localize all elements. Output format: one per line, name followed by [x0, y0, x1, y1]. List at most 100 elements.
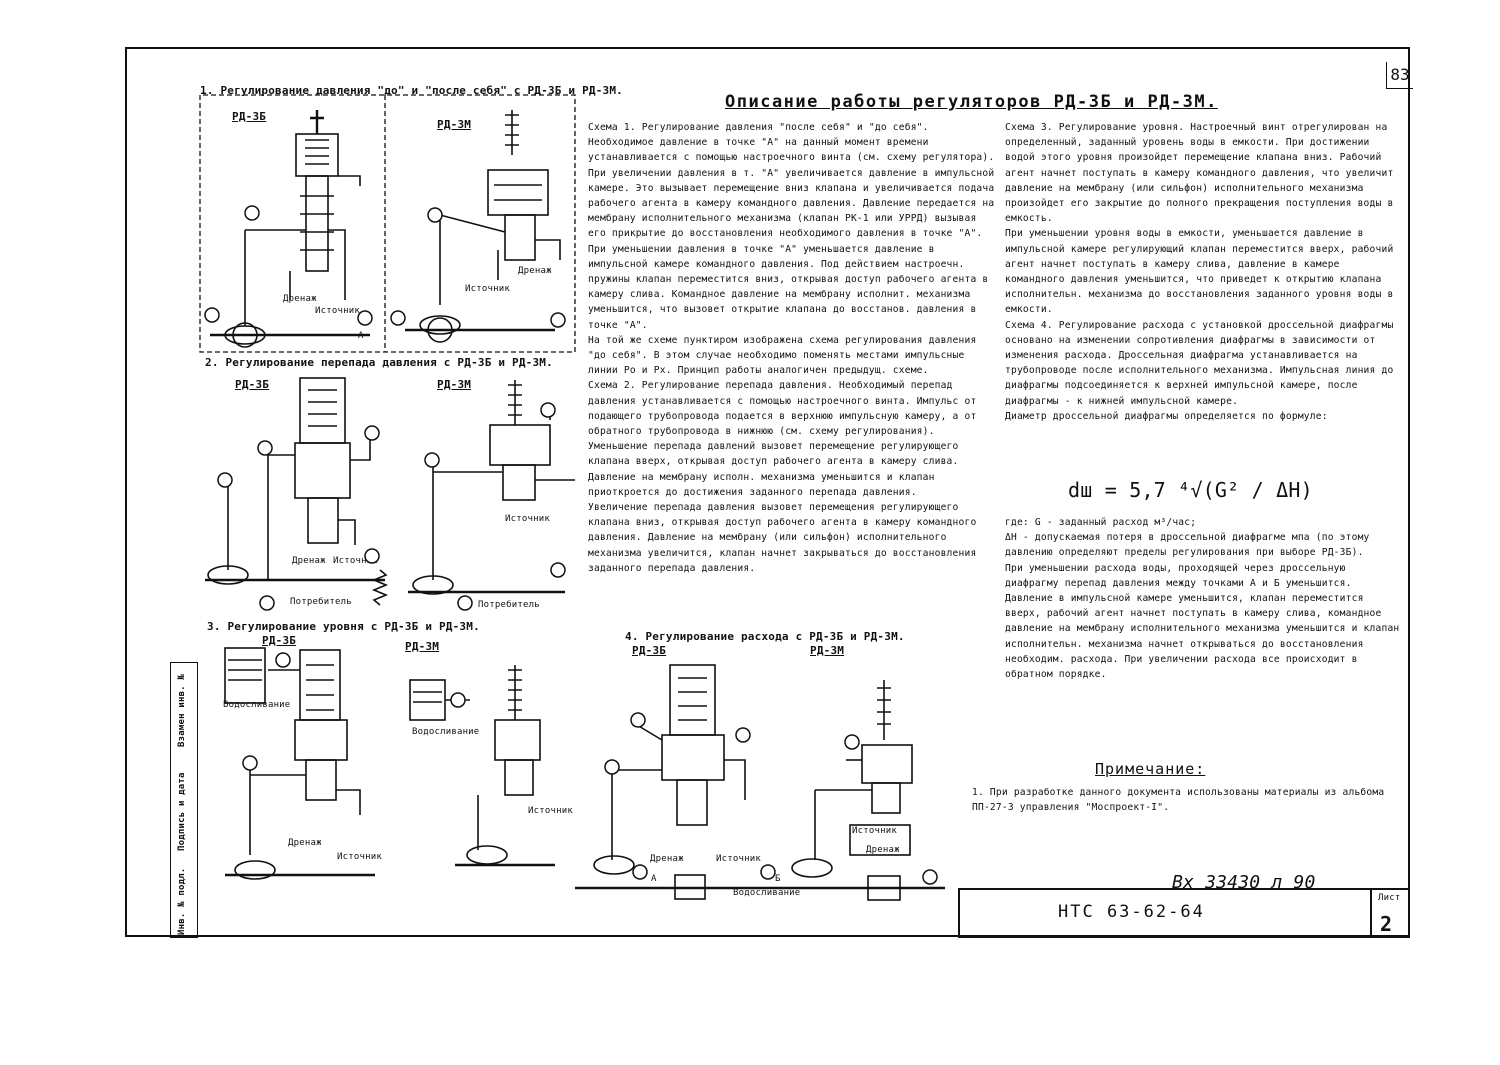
sheet-number: 2 [1380, 912, 1393, 936]
valve-actuator [791, 858, 833, 878]
pressure-gauge [922, 869, 938, 885]
regulator-rd3m-1 [439, 110, 561, 305]
pressure-gauge [427, 207, 443, 223]
throttle-diaphragm [867, 875, 901, 901]
diagram-label-rd3m-4: РД-3М [810, 644, 845, 657]
label-istochnik-4: Источник [505, 514, 550, 524]
regulator-rd3b-2 [227, 377, 371, 580]
resistance-symbol [371, 569, 389, 606]
regulator-rd3b-4 [611, 664, 746, 860]
pressure-gauge [204, 307, 220, 323]
valve-actuator [234, 860, 276, 880]
diagram-label-rd3b-2: РД-3Б [235, 378, 270, 391]
pressure-gauge [257, 440, 273, 456]
scheme-4-text: Схема 4. Регулирование расхода с установ… [1005, 319, 1394, 407]
pressure-gauge [390, 310, 406, 326]
diaphragm-formula: dш = 5,7 ⁴√(G² / ΔH) [1068, 478, 1313, 502]
text-right-column: Схема 3. Регулирование уровня. Настроечн… [1005, 120, 1400, 424]
page-number: 83 [1386, 62, 1413, 89]
formula-legend-h: ΔH - допускаемая потеря в дроссельной ди… [1005, 532, 1370, 559]
pressure-gauge [604, 759, 620, 775]
regulator-rd3m-3 [409, 665, 541, 850]
scheme-3-cont-text: При уменьшении уровня воды в емкости, ум… [1005, 228, 1394, 316]
sidebar-replacement-inv: Взамен инв. № [177, 673, 187, 747]
sidebar-inv-orig: Инв. № подл. [177, 867, 187, 935]
drain-box [849, 824, 911, 856]
pressure-gauge [242, 755, 258, 771]
regulator-rd3m-2 [432, 380, 575, 580]
pressure-gauge [844, 734, 860, 750]
label-drenazh-1: Дренаж [283, 294, 317, 304]
tank [224, 647, 266, 704]
valve-actuator [466, 845, 508, 865]
scheme-2-text: Схема 2. Регулирование перепада давления… [588, 380, 977, 498]
pressure-gauge [457, 595, 473, 611]
section-1-header: 1. Регулирование давления "до" и "после … [200, 84, 623, 97]
diagram-label-rd3b-4: РД-3Б [632, 644, 667, 657]
tank [409, 679, 446, 721]
signature-sidebar: Инв. № подл. Подпись и дата Взамен инв. … [170, 662, 198, 938]
pressure-gauge [450, 692, 466, 708]
page-title: Описание работы регуляторов РД-3Б и РД-3… [725, 92, 1218, 112]
valve-actuator [207, 565, 249, 585]
label-drenazh-4: Дренаж [288, 838, 322, 848]
formula-legend-g: где: G - заданный расход м³/час; [1005, 517, 1197, 528]
inventory-number: Вх 33430 л 90 [1172, 872, 1316, 893]
label-istochnik-8: Источник [852, 826, 897, 836]
pressure-gauge [632, 864, 648, 880]
label-vodosliv-1: Водосливание [223, 700, 291, 710]
title-block-divider [1370, 888, 1372, 938]
pressure-gauge [630, 712, 646, 728]
note-text: 1. При разработке данного документа испо… [972, 787, 1385, 814]
pressure-gauge [735, 727, 751, 743]
pressure-gauge [244, 205, 260, 221]
pressure-gauge [364, 548, 380, 564]
drawing-frame [125, 47, 1410, 937]
pressure-gauge [364, 425, 380, 441]
pressure-gauge [275, 652, 291, 668]
scheme-1-alt-text: На той же схеме пунктиром изображена схе… [588, 334, 977, 377]
flow-pressure-text: Давление в импульсной камере уменьшится,… [1005, 593, 1400, 681]
scheme-1-text: Схема 1. Регулирование давления "после с… [588, 122, 995, 331]
label-istochnik-7: Источник [716, 854, 761, 864]
section-3-header: 3. Регулирование уровня с РД-3Б и РД-3М. [207, 620, 480, 633]
section-1-boundary [199, 94, 576, 353]
scheme-3-text: Схема 3. Регулирование уровня. Настроечн… [1005, 122, 1394, 225]
label-potrebitel-2: Потребитель [478, 600, 540, 610]
valve-actuator [593, 855, 635, 875]
label-istochnik-6: Источник [528, 806, 573, 816]
regulator-rd3b-1 [244, 110, 361, 315]
pressure-gauge [760, 864, 776, 880]
diagram-label-rd3b-1: РД-3Б [232, 110, 267, 123]
document-code: НТС 63-62-64 [1058, 902, 1205, 922]
valve-body [305, 175, 329, 272]
label-vodosliv-3: Водосливание [733, 888, 801, 898]
formula-intro-text: Диаметр дроссельной диафрагмы определяет… [1005, 410, 1328, 422]
label-vodosliv-2: Водосливание [412, 727, 480, 737]
pressure-gauge [540, 402, 556, 418]
diagram-label-rd3b-3: РД-3Б [262, 634, 297, 647]
label-drenazh-6: Дренаж [866, 845, 900, 855]
valve-actuator-1 [210, 315, 370, 348]
pressure-gauge [550, 312, 566, 328]
text-left-column: Схема 1. Регулирование давления "после с… [588, 120, 998, 576]
label-istochnik-2: Источник [465, 284, 510, 294]
regulator-rd3b-3 [224, 647, 361, 855]
text-right-column-2: где: G - заданный расход м³/час; ΔH - до… [1005, 515, 1400, 682]
diagram-label-rd3m-2: РД-3М [437, 378, 472, 391]
pressure-gauge [217, 472, 233, 488]
pressure-gauge [259, 595, 275, 611]
label-point-b-4: Б [775, 874, 781, 884]
label-drenazh-2: Дренаж [518, 266, 552, 276]
scheme-2-cont-text: Увеличение перепада давления вызовет пер… [588, 502, 977, 574]
label-drenazh-3: Дренаж [292, 556, 326, 566]
valve-actuator [412, 575, 454, 595]
pressure-gauge [357, 310, 373, 326]
throttle-diaphragm [674, 874, 706, 900]
label-istochnik-1: Источник [315, 306, 360, 316]
flow-decrease-text: При уменьшении расхода воды, проходящей … [1005, 562, 1352, 589]
label-point-a-4: А [651, 874, 657, 884]
note-title: Примечание: [1095, 760, 1206, 778]
pressure-gauge [424, 452, 440, 468]
